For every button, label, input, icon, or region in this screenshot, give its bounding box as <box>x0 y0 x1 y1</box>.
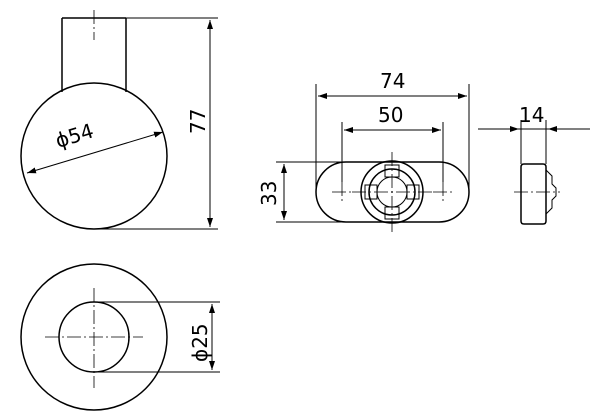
bottom-view-disc <box>20 263 168 411</box>
side-clip <box>545 169 557 215</box>
front-diameter-label: ϕ54 <box>52 119 96 153</box>
side-body <box>520 163 547 225</box>
front-diameter-dim-line <box>26 131 164 174</box>
front-view-stem <box>61 17 127 92</box>
plate-outline <box>315 161 470 223</box>
hole-spacing-label: 50 <box>378 103 403 127</box>
hole-diameter-label: ϕ25 <box>188 323 212 362</box>
bottom-view: ϕ25 <box>20 263 220 411</box>
front-view-disc <box>20 82 168 230</box>
side-thickness-label: 14 <box>519 103 544 127</box>
plate-height-label: 33 <box>257 181 281 206</box>
side-view: 14 <box>478 103 590 225</box>
plate-length-label: 74 <box>380 69 405 93</box>
front-view: ϕ54 77 <box>20 10 218 230</box>
height-label: 77 <box>186 109 210 134</box>
plate-view: 74 50 33 <box>257 69 470 232</box>
